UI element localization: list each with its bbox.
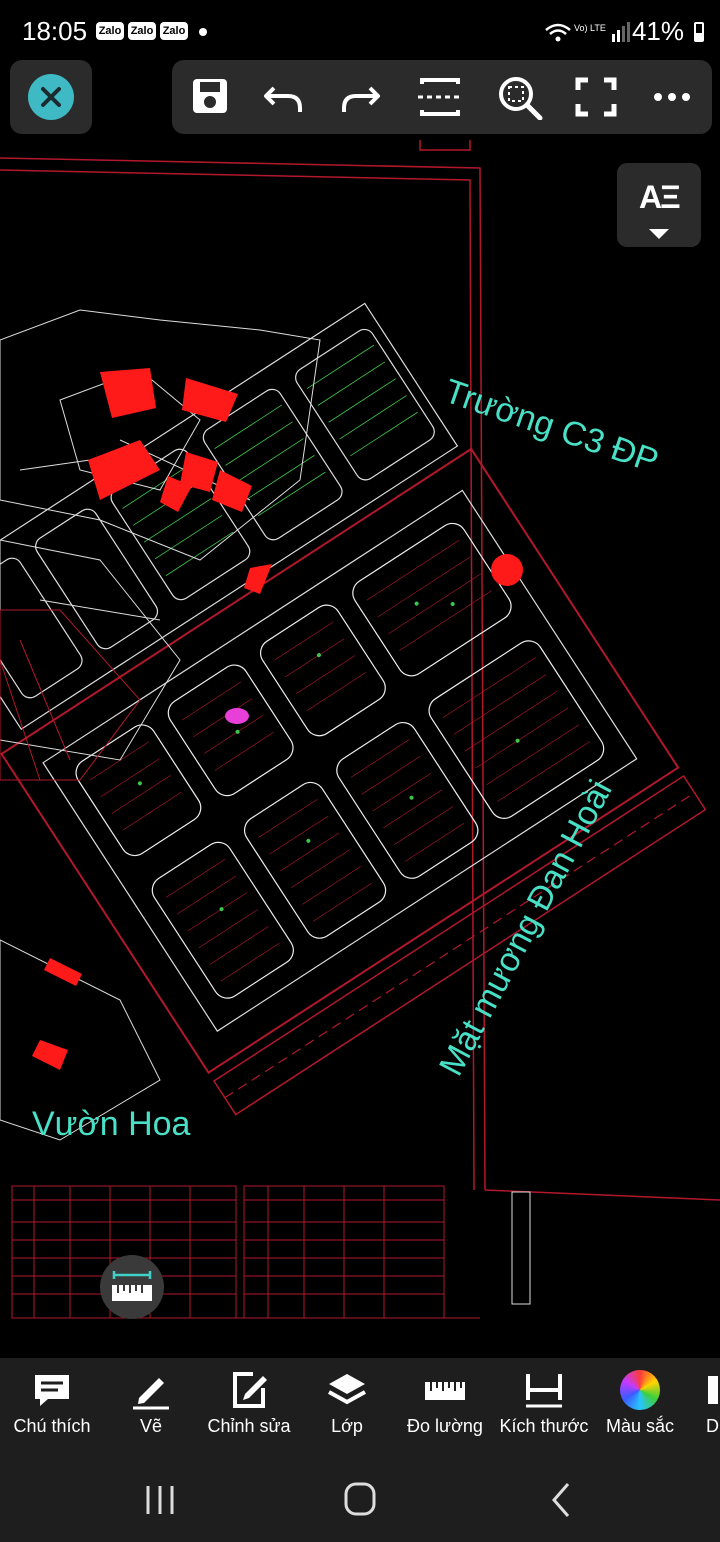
ruler-icon [425, 1382, 465, 1400]
top-toolbar [172, 60, 712, 134]
bottom-toolbar: Chú thích Vẽ Chỉnh sửa Lớp Đo lường Kích… [0, 1358, 720, 1458]
tool-label: Lớp [331, 1416, 363, 1436]
tool-edit[interactable]: Chỉnh sửa [198, 1358, 300, 1458]
save-icon[interactable] [186, 74, 234, 120]
zoom-icon[interactable] [496, 74, 544, 121]
home-icon[interactable] [340, 1482, 380, 1518]
comment-icon [35, 1375, 69, 1406]
pencil-icon [133, 1378, 169, 1410]
system-nav-bar [0, 1458, 720, 1542]
notification-dot-icon [199, 28, 207, 36]
tool-label: Chỉnh sửa [207, 1416, 291, 1436]
more-tool-icon [708, 1376, 718, 1404]
measure-floating-button[interactable] [100, 1255, 164, 1319]
lte-label: Vo) LTE [574, 23, 606, 33]
tool-label: Dự [706, 1416, 720, 1436]
edit-icon [233, 1372, 267, 1408]
zalo-notification-icon: Zalo [96, 22, 124, 40]
tool-label: Chú thích [13, 1416, 91, 1436]
tool-more[interactable]: Dự [688, 1358, 720, 1458]
zalo-notification-icon: Zalo [160, 22, 188, 40]
fullscreen-icon[interactable] [572, 74, 620, 120]
text-size-button[interactable]: AΞ [617, 163, 701, 247]
dimension-icon [526, 1374, 562, 1408]
status-bar: 18:05 Zalo Zalo Zalo Vo) LTE 41% [0, 0, 720, 62]
back-icon[interactable] [544, 1482, 584, 1518]
tool-layers[interactable]: Lớp [300, 1358, 394, 1458]
tool-draw[interactable]: Vẽ [104, 1358, 198, 1458]
tool-color[interactable]: Màu sắc [592, 1358, 688, 1458]
signal-icons: Vo) LTE [544, 20, 634, 49]
tool-annotation[interactable]: Chú thích [0, 1358, 104, 1458]
text-size-label: AΞ [639, 179, 681, 215]
close-icon [28, 74, 74, 120]
battery-icon [694, 22, 704, 42]
fit-width-icon[interactable] [416, 74, 464, 120]
chevron-down-icon [649, 229, 669, 239]
redo-icon[interactable] [336, 74, 384, 120]
zalo-notification-icon: Zalo [128, 22, 156, 40]
cad-drawing-canvas[interactable]: Trường C3 ĐP Mặt mương Đan Hoài Vườn Hoa [0, 140, 720, 1358]
tool-label: Đo lường [407, 1416, 483, 1436]
tool-label: Màu sắc [605, 1416, 675, 1436]
garden-label: Vườn Hoa [32, 1105, 191, 1143]
tool-measure[interactable]: Đo lường [394, 1358, 496, 1458]
color-wheel-icon [620, 1370, 660, 1410]
undo-icon[interactable] [260, 74, 308, 120]
status-time: 18:05 [22, 16, 88, 46]
close-button[interactable] [10, 60, 92, 134]
ruler-icon [112, 1271, 152, 1301]
tool-label: Vẽ [139, 1416, 163, 1436]
layers-icon [328, 1374, 366, 1405]
more-icon[interactable] [648, 74, 696, 120]
tool-dimension[interactable]: Kích thước [496, 1358, 592, 1458]
cad-drawing [0, 140, 720, 1319]
tool-label: Kích thước [499, 1416, 589, 1436]
recent-apps-icon[interactable] [140, 1482, 180, 1518]
battery-percent: 41% [631, 16, 684, 46]
